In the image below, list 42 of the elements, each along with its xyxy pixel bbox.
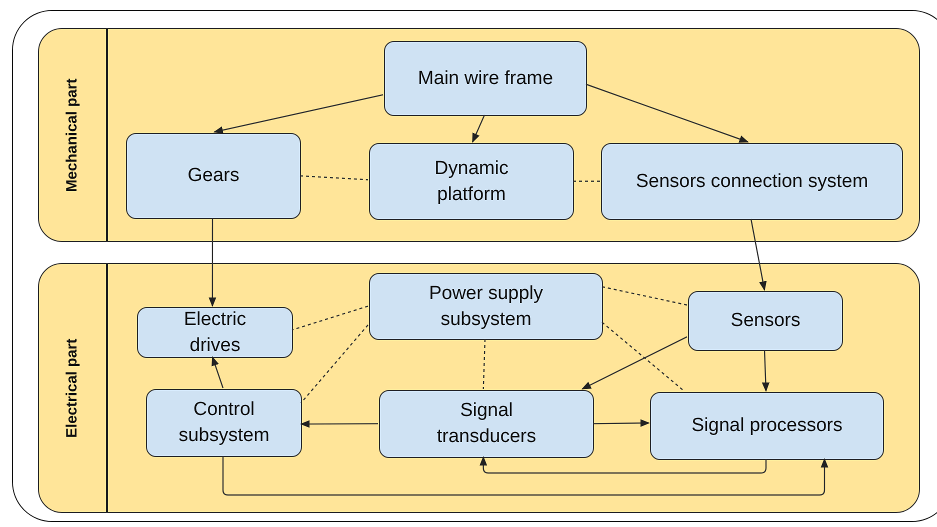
- box-label: Electric drives: [182, 308, 248, 358]
- box-label: Signal processors: [691, 414, 843, 438]
- box-label: Main wire frame: [418, 66, 554, 90]
- dashed-connector: [602, 286, 688, 306]
- process-box: [126, 133, 301, 219]
- process-box: [379, 390, 594, 458]
- process-box: [137, 307, 293, 358]
- arrow: [213, 94, 384, 134]
- process-box: [650, 392, 884, 460]
- lane-title: Electrical part: [62, 338, 82, 438]
- box-label: Power supply subsystem: [428, 282, 544, 332]
- arrow: [472, 114, 486, 143]
- box-label: Dynamic platform: [434, 156, 510, 206]
- process-box: [146, 389, 302, 457]
- process-box: [369, 273, 603, 340]
- box-label: Signal transducers: [436, 399, 538, 449]
- arrow: [581, 336, 688, 390]
- arrow: [222, 456, 828, 496]
- lane-title: Mechanical part: [62, 78, 82, 192]
- dashed-connector: [300, 324, 368, 404]
- arrow: [762, 350, 770, 392]
- box-label: Gears: [188, 164, 240, 188]
- arrow: [586, 84, 749, 143]
- swimlane-band: [38, 28, 920, 242]
- process-box: [384, 41, 587, 116]
- arrow: [300, 420, 378, 428]
- dashed-connector: [573, 180, 600, 182]
- process-box: [601, 143, 903, 220]
- dashed-connector: [482, 338, 486, 390]
- box-label: Control subsystem: [178, 398, 270, 448]
- swimlane-band: [38, 263, 920, 513]
- dashed-connector: [300, 175, 368, 180]
- dashed-connector: [602, 322, 684, 392]
- process-box: [688, 291, 843, 351]
- dashed-connector: [292, 306, 368, 331]
- arrow: [208, 218, 216, 307]
- box-label: Sensors connection system: [636, 170, 868, 194]
- arrow: [750, 218, 767, 291]
- box-label: Sensors: [730, 309, 800, 333]
- arrow: [593, 419, 650, 427]
- arrow: [212, 356, 224, 388]
- process-box: [369, 143, 574, 220]
